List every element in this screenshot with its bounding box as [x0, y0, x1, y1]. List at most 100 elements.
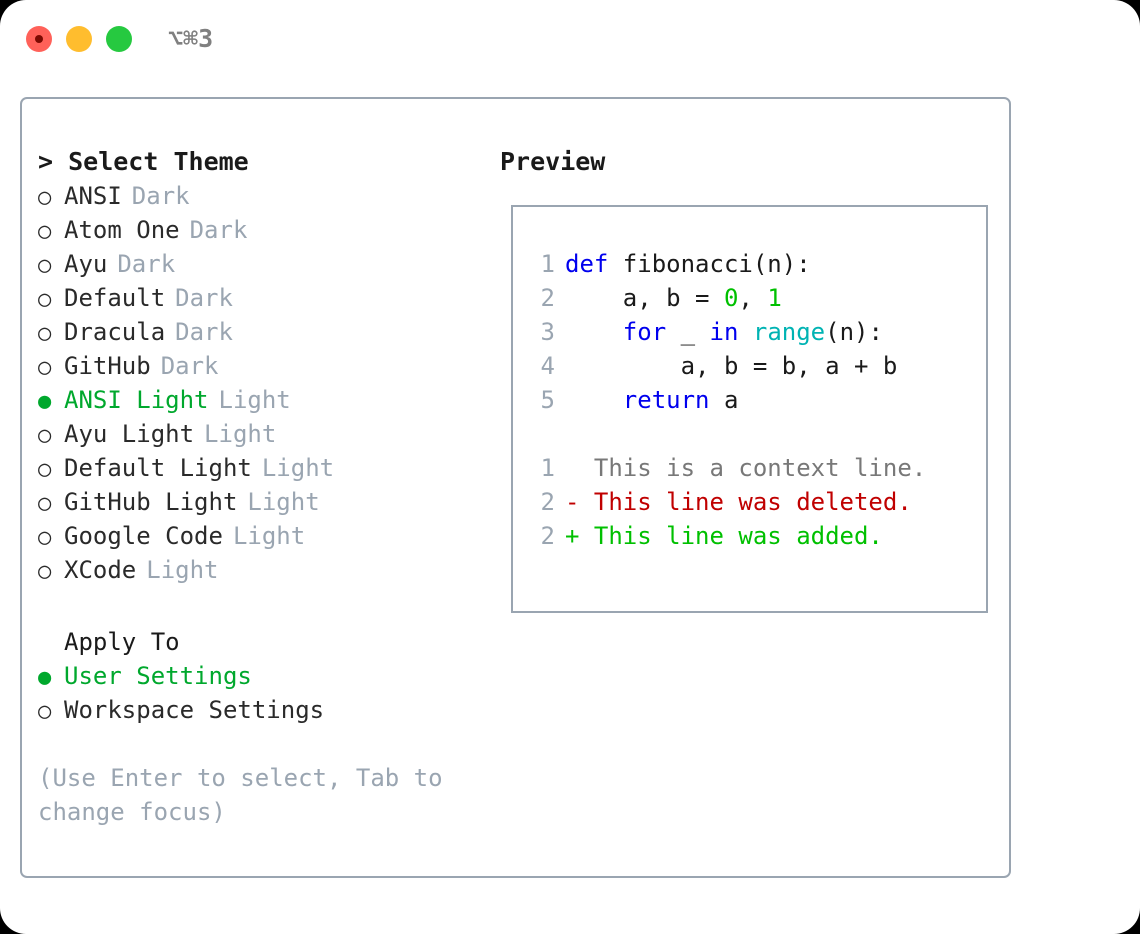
code-token-plain — [565, 386, 623, 414]
radio-unselected-icon: ○ — [38, 253, 52, 278]
theme-option-ayu-light[interactable]: ○ Ayu Light Light — [38, 417, 488, 451]
radio-unselected-icon: ○ — [38, 321, 52, 346]
code-line-text: return a — [565, 383, 739, 417]
theme-option-github-light[interactable]: ○ GitHub Light Light — [38, 485, 488, 519]
code-token-plain: _ — [666, 318, 710, 346]
keyboard-hint-text: (Use Enter to select, Tab to change focu… — [38, 764, 458, 826]
theme-option-label: Atom One — [64, 216, 180, 244]
code-line-text: for _ in range(n): — [565, 315, 883, 349]
theme-option-label: Ayu Light — [64, 420, 195, 448]
radio-unselected-icon: ○ — [38, 491, 52, 516]
theme-option-label: GitHub Light — [64, 488, 238, 516]
radio-unselected-icon: ○ — [38, 559, 52, 584]
select-theme-heading: > Select Theme — [38, 147, 249, 176]
apply-to-option-label: Workspace Settings — [64, 696, 325, 724]
radio-unselected-icon: ○ — [38, 423, 52, 448]
diff-line-ctx: 1 This is a context line. — [521, 451, 981, 485]
theme-option-kind: Dark — [189, 216, 248, 244]
radio-unselected-icon: ○ — [38, 525, 52, 550]
theme-option-default-light[interactable]: ○ Default Light Light — [38, 451, 488, 485]
window-titlebar: ⌥⌘3 — [0, 0, 1140, 80]
theme-option-kind: Dark — [175, 284, 233, 312]
code-token-plain — [565, 318, 623, 346]
code-token-plain: a, b = b, a + b — [565, 352, 898, 380]
code-token-fn: range — [752, 318, 826, 346]
code-line-text: a, b = b, a + b — [565, 349, 898, 383]
theme-option-ayu[interactable]: ○ Ayu Dark — [38, 247, 488, 281]
code-token-plain: , — [738, 284, 768, 312]
radio-unselected-icon: ○ — [38, 185, 52, 210]
code-line-text: a, b = 0, 1 — [565, 281, 782, 315]
theme-option-label: Default — [64, 284, 166, 312]
code-line: 4 a, b = b, a + b — [521, 349, 981, 383]
radio-unselected-icon: ○ — [38, 699, 52, 724]
close-button[interactable] — [26, 26, 52, 52]
code-token-plain: a, b = — [565, 284, 724, 312]
keyboard-shortcut-label: ⌥⌘3 — [168, 24, 214, 53]
code-line: 3 for _ in range(n): — [521, 315, 981, 349]
code-token-plain: a — [709, 386, 739, 414]
theme-option-kind: Light — [247, 488, 320, 516]
radio-unselected-icon: ○ — [38, 457, 52, 482]
theme-option-kind: Dark — [175, 318, 233, 346]
theme-option-label: Ayu — [64, 250, 108, 278]
theme-option-label: Dracula — [64, 318, 166, 346]
theme-option-kind: Dark — [160, 352, 219, 380]
line-number: 2 — [540, 284, 555, 312]
diff-line-add: 2+ This line was added. — [521, 519, 981, 553]
apply-to-heading: Apply To — [64, 628, 180, 656]
theme-option-label: ANSI Light — [64, 386, 209, 414]
code-line: 2 a, b = 0, 1 — [521, 281, 981, 315]
code-token-kw: return — [622, 386, 710, 414]
code-line: 5 return a — [521, 383, 981, 417]
apply-to-section: Apply To ● User Settings ○ Workspace Settin… — [38, 625, 488, 727]
theme-option-atom-one[interactable]: ○ Atom One Dark — [38, 213, 488, 247]
theme-option-kind: Light — [261, 454, 335, 482]
code-token-num: 0 — [723, 284, 739, 312]
theme-option-kind: Light — [204, 420, 277, 448]
line-number: 1 — [540, 454, 555, 482]
line-number: 4 — [540, 352, 555, 380]
code-blank-line — [521, 417, 981, 451]
line-number: 3 — [540, 318, 555, 346]
theme-option-kind: Dark — [131, 182, 190, 210]
diff-line-text: This is a context line. — [565, 454, 927, 482]
theme-option-label: Default Light — [64, 454, 252, 482]
theme-option-label: Google Code — [64, 522, 223, 550]
apply-to-option-user-settings[interactable]: ● User Settings — [38, 659, 488, 693]
code-token-plain: (n): — [825, 318, 883, 346]
code-token-kw: for — [622, 318, 667, 346]
minimize-button[interactable] — [66, 26, 92, 52]
diff-line-text: - This line was deleted. — [565, 488, 912, 516]
theme-option-kind: Light — [218, 386, 291, 414]
code-token-kw: in — [709, 318, 739, 346]
theme-option-google-code[interactable]: ○ Google Code Light — [38, 519, 488, 553]
theme-option-kind: Light — [146, 556, 219, 584]
apply-to-list[interactable]: ● User Settings ○ Workspace Settings — [38, 659, 488, 727]
maximize-button[interactable] — [106, 26, 132, 52]
code-token-plain: fibonacci(n): — [608, 250, 811, 278]
theme-option-kind: Light — [232, 522, 306, 550]
theme-option-dracula[interactable]: ○ Dracula Dark — [38, 315, 488, 349]
theme-option-kind: Dark — [117, 250, 176, 278]
code-token-kw: def — [565, 250, 609, 278]
radio-selected-icon: ● — [38, 665, 52, 690]
apply-to-option-label: User Settings — [64, 662, 252, 690]
preview-heading: Preview — [500, 147, 606, 176]
radio-unselected-icon: ○ — [38, 219, 52, 244]
code-line-text: def fibonacci(n): — [565, 247, 811, 281]
apply-to-option-workspace-settings[interactable]: ○ Workspace Settings — [38, 693, 488, 727]
line-number: 2 — [540, 488, 555, 516]
